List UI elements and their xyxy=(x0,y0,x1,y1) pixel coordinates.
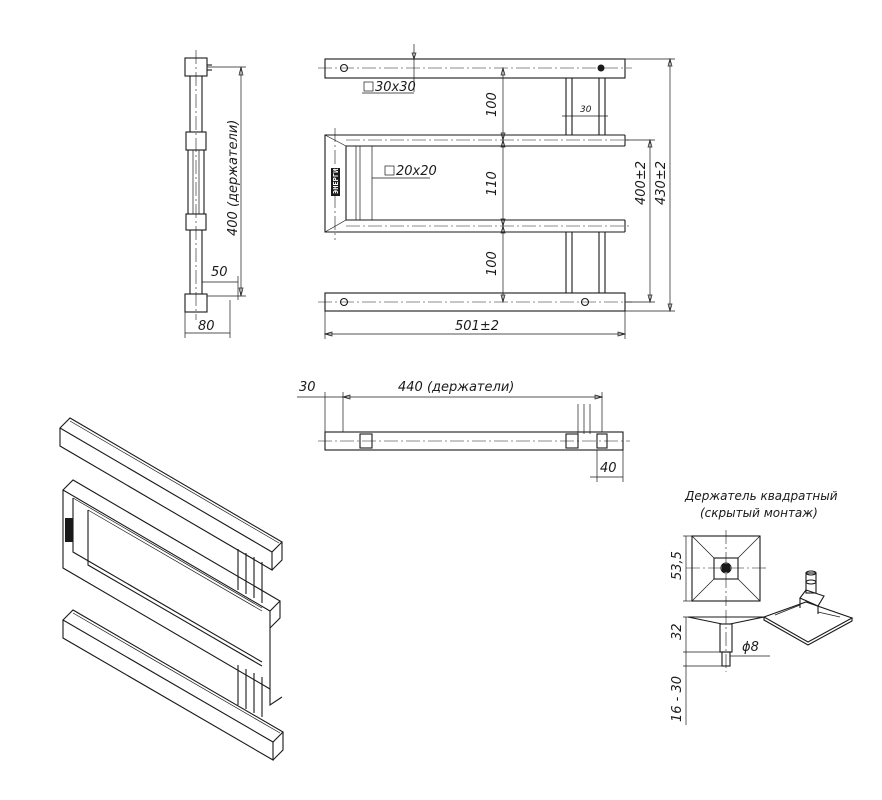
top-40-label: 40 xyxy=(600,461,617,476)
iso-brand-plate xyxy=(65,518,73,542)
dim-430-label: 430±2 xyxy=(654,161,669,205)
holder-title-line2: (скрытый монтаж) xyxy=(700,506,818,520)
dim-501-label: 501±2 xyxy=(455,319,499,334)
holder-phi8-label: ϕ8 xyxy=(742,640,759,655)
holder-title-line1: Держатель квадратный xyxy=(684,489,838,503)
top-view: 30 440 (держатели) 40 xyxy=(297,380,630,482)
dim-100-top-label: 100 xyxy=(485,92,500,117)
front-top-bar xyxy=(324,58,626,79)
side-80-label: 80 xyxy=(198,319,215,334)
tube-20x20-label: 20x20 xyxy=(396,164,437,179)
front-u-frame xyxy=(324,134,625,233)
side-50-label: 50 xyxy=(211,265,228,280)
dim-400-label: 400±2 xyxy=(634,161,649,205)
dim-100-bottom-label: 100 xyxy=(485,251,500,276)
isometric-view xyxy=(59,417,284,761)
brand-plate xyxy=(331,168,340,196)
side-height-label: 400 (держатели) xyxy=(226,120,241,236)
dim-30-small-label: 30 xyxy=(580,105,592,115)
dim-110-label: 110 xyxy=(485,171,500,196)
holder-32-label: 32 xyxy=(670,623,685,640)
holder-iso xyxy=(762,570,854,646)
square-symbol-icon xyxy=(384,165,395,176)
holder-detail: Держатель квадратный (скрытый монтаж) 53… xyxy=(670,489,854,725)
top-30-label: 30 xyxy=(299,380,316,395)
tube-30x30-label: 30x30 xyxy=(375,80,416,95)
side-view: 400 (держатели) 50 80 xyxy=(184,50,246,338)
brand-plate-text: ЭНЕРГИЯ xyxy=(332,164,340,194)
holder-53-label: 53,5 xyxy=(670,551,685,580)
front-view: ЭНЕРГИЯ 30x30 20x20 100 110 100 30 400±2 xyxy=(318,44,675,339)
holder-range-label: 16 - 30 xyxy=(670,676,685,722)
top-440-label: 440 (держатели) xyxy=(398,380,514,395)
square-symbol-icon xyxy=(363,81,374,92)
